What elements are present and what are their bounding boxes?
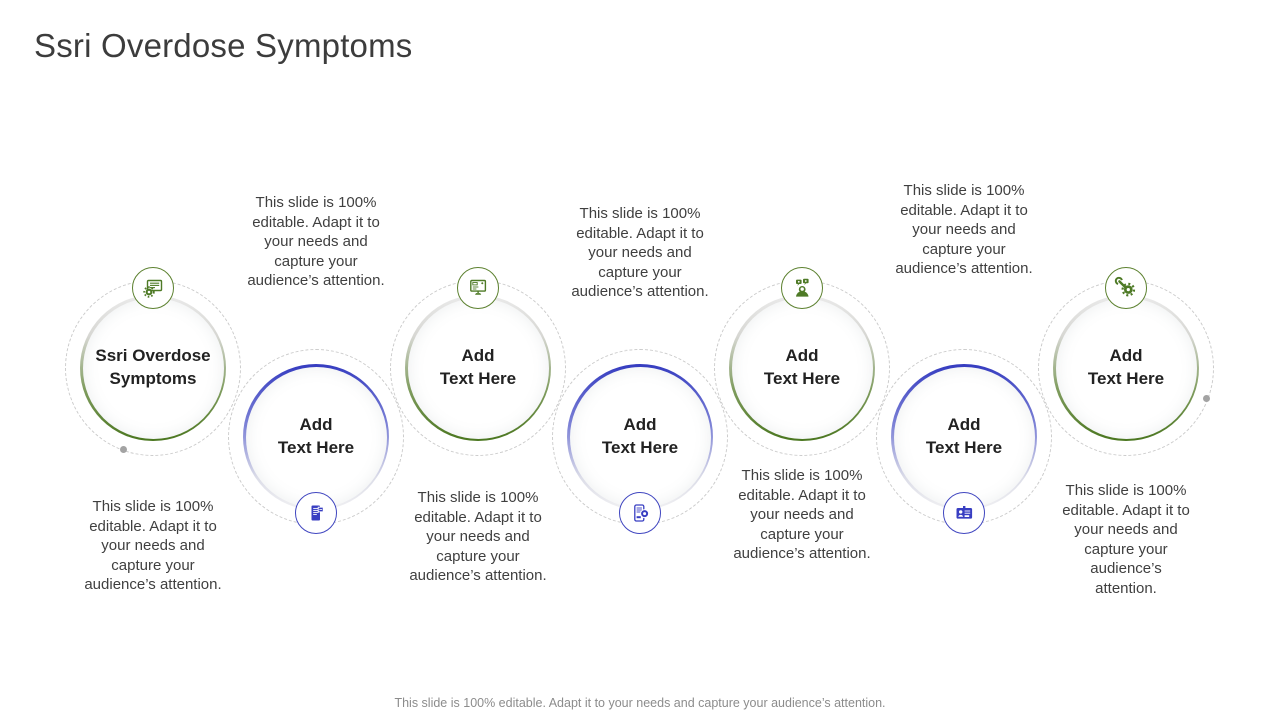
monitor-icon <box>457 267 499 309</box>
caption-node-7: This slide is 100% editable. Adapt it to… <box>1062 482 1190 597</box>
node-ssri-overdose-symptoms: Ssri Overdose Symptoms <box>65 267 241 456</box>
node-add-text-4: Add Text Here <box>714 267 890 456</box>
caption-node-3: This slide is 100% editable. Adapt it to… <box>409 489 547 584</box>
mobile-settings-icon <box>619 492 661 534</box>
node-label: Add Text Here <box>277 415 355 457</box>
node-label: Add Text Here <box>763 346 841 388</box>
node-add-text-5: Add Text Here <box>876 349 1052 534</box>
mobile-document-icon <box>295 492 337 534</box>
page-title: Ssri Overdose Symptoms <box>34 27 413 64</box>
caption-node-4: This slide is 100% editable. Adapt it to… <box>571 205 709 300</box>
node-add-text-3: Add Text Here <box>552 349 728 534</box>
dash-end-dot-right <box>1203 395 1210 402</box>
caption-node-1: This slide is 100% editable. Adapt it to… <box>84 498 222 593</box>
node-label: Ssri Overdose Symptoms <box>95 346 211 388</box>
circle-placeholder-6[interactable]: Add Text Here <box>891 364 1037 510</box>
node-label: Add Text Here <box>601 415 679 457</box>
gear-wrench-icon <box>1105 267 1147 309</box>
circle-placeholder-5[interactable]: Add Text Here <box>729 295 875 441</box>
caption-node-5: This slide is 100% editable. Adapt it to… <box>733 467 871 562</box>
circle-placeholder-1[interactable]: Ssri Overdose Symptoms <box>80 295 226 441</box>
node-add-text-2: Add Text Here <box>390 267 566 456</box>
circle-placeholder-4[interactable]: Add Text Here <box>567 364 713 510</box>
node-label: Add Text Here <box>1087 346 1165 388</box>
dash-end-dot-left <box>120 446 127 453</box>
node-add-text-1: Add Text Here <box>228 349 404 534</box>
caption-node-2: This slide is 100% editable. Adapt it to… <box>247 194 385 289</box>
caption-node-6: This slide is 100% editable. Adapt it to… <box>895 182 1033 277</box>
circle-placeholder-3[interactable]: Add Text Here <box>405 295 551 441</box>
node-label: Add Text Here <box>439 346 517 388</box>
circle-placeholder-7[interactable]: Add Text Here <box>1053 295 1199 441</box>
circle-placeholder-2[interactable]: Add Text Here <box>243 364 389 510</box>
footer-note: This slide is 100% editable. Adapt it to… <box>394 696 886 710</box>
id-card-icon <box>943 492 985 534</box>
node-add-text-6: Add Text Here <box>1038 267 1214 456</box>
person-chat-icon <box>781 267 823 309</box>
certificate-seal-icon <box>132 267 174 309</box>
node-label: Add Text Here <box>925 415 1003 457</box>
